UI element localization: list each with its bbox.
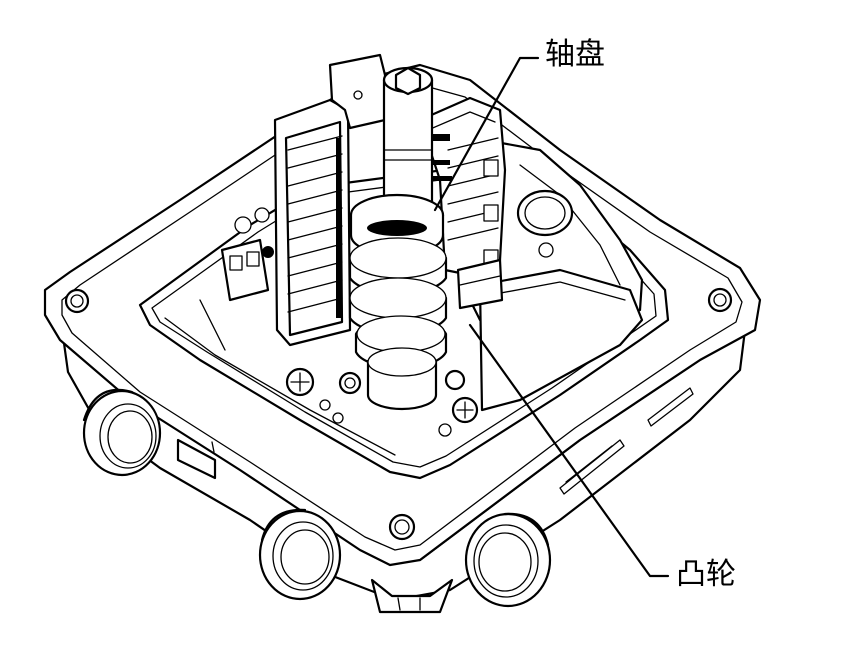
shaft-assembly [285,66,479,437]
leader-cam [468,323,670,578]
cable-entry-ports [82,388,552,614]
label-cam: 凸轮 [676,557,736,592]
leader-shaft-disc [433,56,540,212]
cover-block [468,138,644,412]
label-shaft-disc: 轴盘 [545,37,605,72]
terminal-block [220,53,387,347]
leader-lines [433,56,670,578]
switch-module [418,96,507,310]
